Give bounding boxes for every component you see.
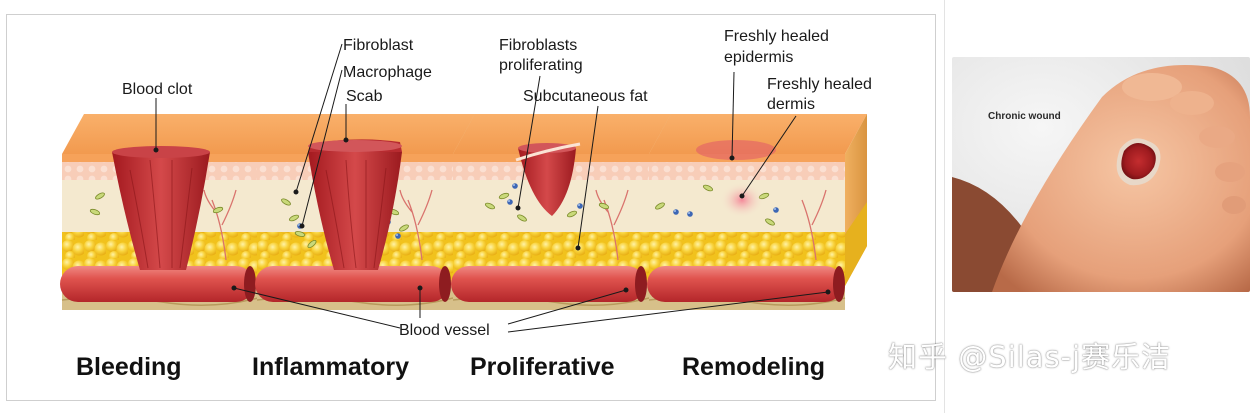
- bleeding-clot: [112, 146, 210, 270]
- blood-vessels: [60, 266, 845, 302]
- label-freshly-healed-dermis-2: dermis: [767, 96, 815, 113]
- remodeling-healed-area: [696, 140, 776, 218]
- label-fibroblast: Fibroblast: [343, 37, 414, 54]
- label-blood-clot: Blood clot: [122, 81, 193, 98]
- inflammatory-clot: [308, 139, 402, 270]
- label-macrophage: Macrophage: [343, 64, 432, 81]
- label-freshly-healed-epidermis-1: Freshly healed: [724, 28, 829, 45]
- label-blood-vessel: Blood vessel: [399, 322, 490, 339]
- stage-inflammatory: Inflammatory: [252, 353, 409, 381]
- photo-caption: Chronic wound: [988, 111, 1061, 122]
- watermark: 知乎 @Silas-j赛乐洁: [888, 340, 1172, 374]
- proliferative-clot: [515, 142, 581, 216]
- wound-healing-diagram: Blood clot Fibroblast Macrophage Scab Fi…: [60, 28, 872, 381]
- chronic-wound-photo: Chronic wound: [952, 57, 1250, 292]
- stage-bleeding: Bleeding: [76, 353, 182, 381]
- divider: [944, 0, 945, 413]
- label-fibroblasts-proliferating-2: proliferating: [499, 57, 583, 74]
- leader-lines: [153, 43, 831, 333]
- label-scab: Scab: [346, 88, 383, 105]
- label-subcutaneous-fat: Subcutaneous fat: [523, 88, 648, 105]
- label-freshly-healed-dermis-1: Freshly healed: [767, 76, 872, 93]
- foot-illustration: [952, 57, 1250, 292]
- label-fibroblasts-proliferating-1: Fibroblasts: [499, 37, 577, 54]
- stage-remodeling: Remodeling: [682, 353, 825, 381]
- label-freshly-healed-epidermis-2: epidermis: [724, 49, 793, 66]
- capillaries: [203, 189, 827, 261]
- stage-proliferative: Proliferative: [470, 353, 615, 381]
